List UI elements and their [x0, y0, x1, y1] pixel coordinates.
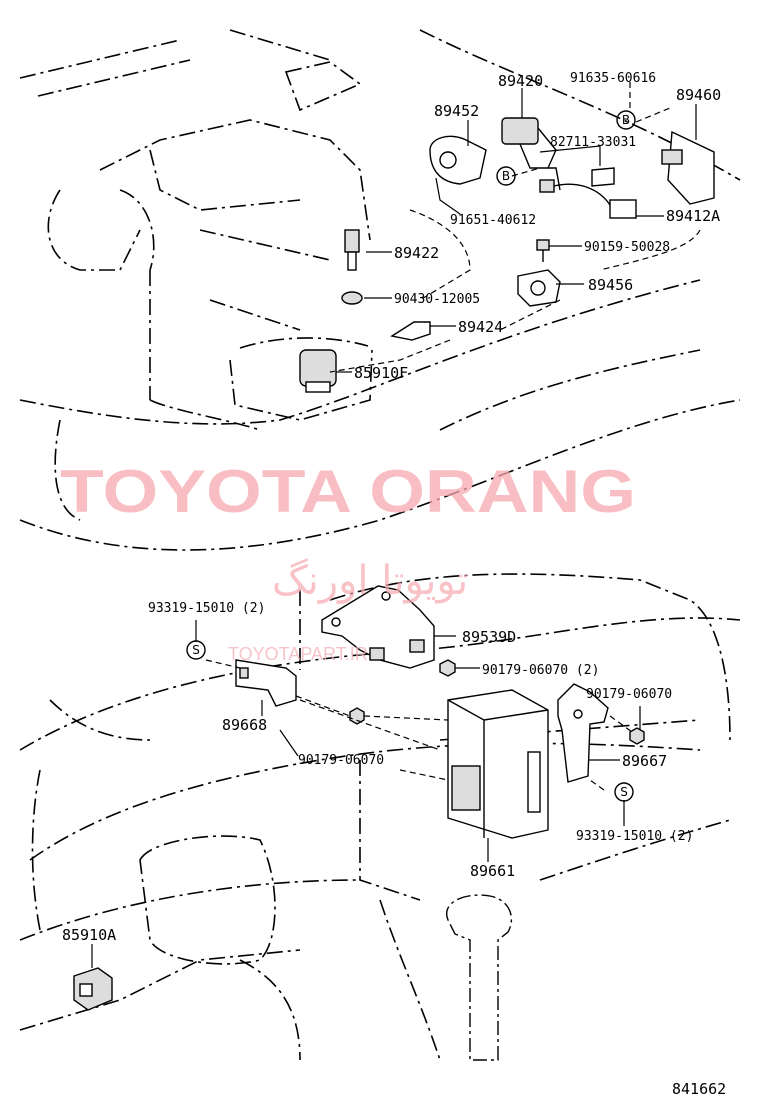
label-90179-06070-a: 90179-06070 (2): [482, 663, 599, 678]
sensor-89452: [429, 135, 487, 185]
nut-90179-c: [629, 727, 645, 745]
bracket-89668: [235, 659, 297, 707]
label-82711-33031: 82711-33031: [550, 135, 636, 150]
label-90430-12005: 90430-12005: [394, 292, 480, 307]
bracket-89667: [557, 683, 609, 783]
label-89667: 89667: [622, 752, 667, 770]
label-89420: 89420: [498, 72, 543, 90]
marker-s-2: S: [614, 782, 634, 802]
svg-text:S: S: [192, 643, 200, 657]
ecu-89661: [447, 689, 549, 839]
nut-90179-b: [349, 707, 365, 725]
label-89452: 89452: [434, 102, 479, 120]
marker-b-2: B: [496, 166, 516, 186]
watermark: TOYOTA ORANG تویوتا اورنگ TOYOTAPART.IR: [60, 458, 636, 664]
label-93319-15010-b: 93319-15010 (2): [576, 829, 693, 844]
label-89424: 89424: [458, 318, 503, 336]
harness-89412A: [539, 179, 637, 219]
label-89661: 89661: [470, 862, 515, 880]
watermark-site: TOYOTAPART.IR: [228, 644, 368, 664]
label-91651-40612: 91651-40612: [450, 213, 536, 228]
label-90159-50028: 90159-50028: [584, 240, 670, 255]
sensor-89422: [344, 229, 360, 271]
shift-knob: [445, 894, 513, 1061]
washer-90430: [341, 291, 363, 305]
label-85910A: 85910A: [62, 926, 116, 944]
label-90179-06070-b: 90179-06070: [586, 687, 672, 702]
marker-s-1: S: [186, 640, 206, 660]
svg-text:S: S: [620, 785, 628, 799]
label-89460: 89460: [676, 86, 721, 104]
label-89456: 89456: [588, 276, 633, 294]
bracket-89539D: [321, 585, 435, 669]
part-82711: [591, 167, 615, 187]
diagram-id: 841662: [672, 1080, 726, 1098]
svg-text:B: B: [622, 113, 630, 127]
relay-85910F: [299, 349, 337, 393]
marker-b-1: B: [616, 110, 636, 130]
svg-text:B: B: [502, 169, 510, 183]
nut-90179-a: [439, 659, 456, 677]
part-89460: [661, 130, 715, 205]
relay-85910A: [73, 967, 113, 1011]
label-93319-15010-a: 93319-15010 (2): [148, 601, 265, 616]
label-89412A: 89412A: [666, 207, 720, 225]
label-89422: 89422: [394, 244, 439, 262]
label-91635-60616: 91635-60616: [570, 71, 656, 86]
label-85910F: 85910F: [354, 364, 408, 382]
label-90179-06070-c: 90179-06070: [298, 753, 384, 768]
bolt-90159: [536, 239, 550, 262]
leader-lines: [91, 82, 701, 968]
watermark-brand: TOYOTA ORANG: [60, 458, 636, 525]
sensor-89424: [390, 321, 431, 341]
watermark-persian: تویوتا اورنگ: [272, 558, 468, 604]
part-labels: 89420 91635-60616 89460 89452 82711-3303…: [62, 71, 726, 1098]
label-89539D: 89539D: [462, 628, 516, 646]
sensor-89456: [517, 269, 561, 307]
label-89668: 89668: [222, 716, 267, 734]
sensor-89420: [501, 117, 561, 191]
